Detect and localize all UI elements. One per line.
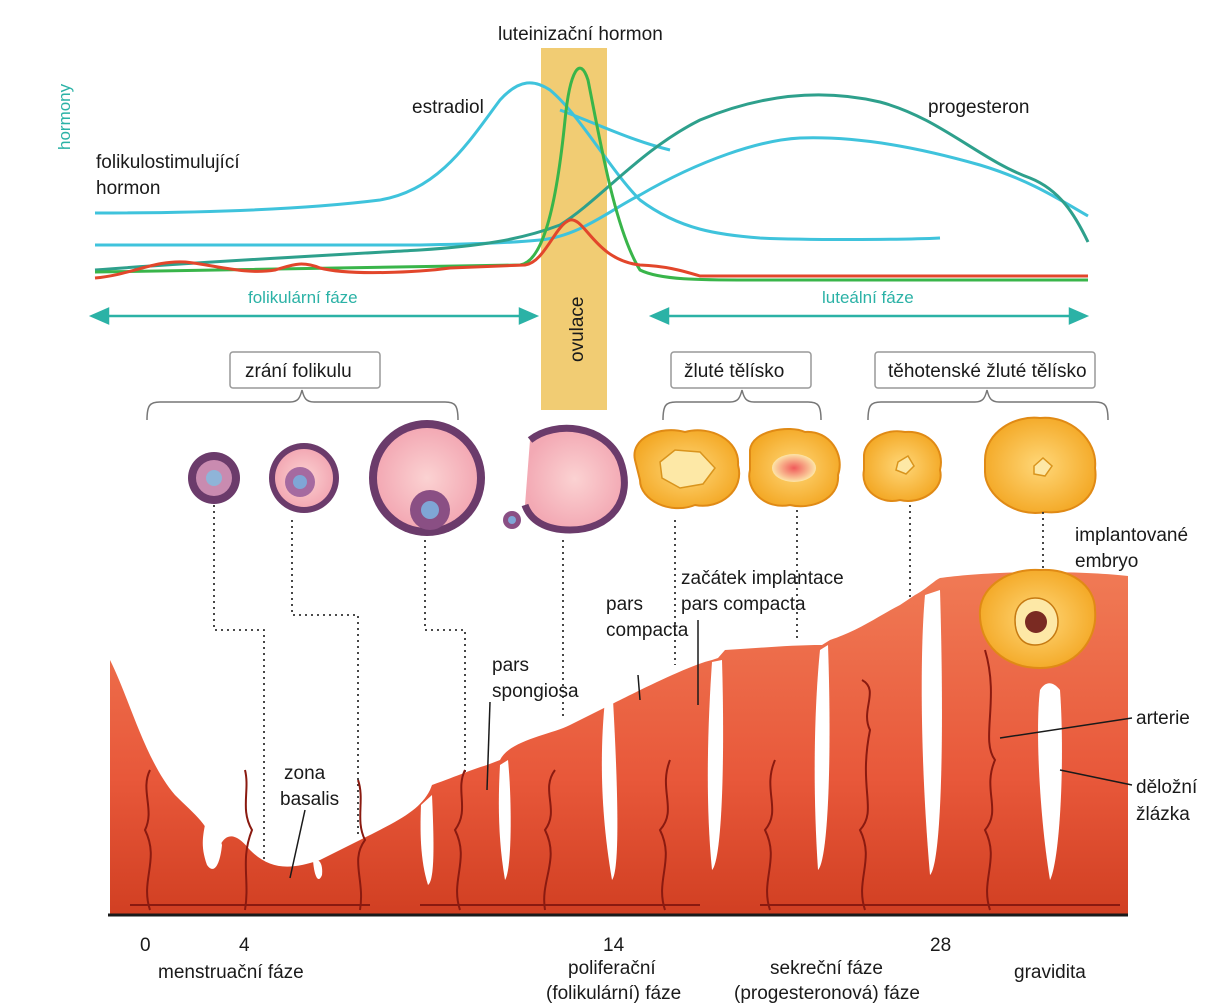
follicular-arrow bbox=[92, 309, 536, 323]
secretory-phase-label-line1: sekreční fáze bbox=[770, 958, 883, 979]
luteal-phase-label: luteální fáze bbox=[822, 288, 914, 307]
maturation-bracket bbox=[147, 390, 458, 420]
lh-label: luteinizační hormon bbox=[498, 24, 663, 45]
implanted-embryo-label-line2: embryo bbox=[1075, 551, 1138, 572]
pregnancy-corpus-luteum-label: těhotenské žluté tělísko bbox=[888, 361, 1087, 382]
corpus-luteum-1 bbox=[634, 430, 739, 508]
day-28-label: 28 bbox=[930, 935, 951, 956]
implantation-start-label-line1: začátek implantace bbox=[681, 568, 844, 589]
zona-basalis-label-line2: basalis bbox=[280, 789, 339, 810]
corpus-luteum-bracket bbox=[663, 390, 821, 420]
fsh-label-line1: folikulostimulující bbox=[96, 152, 240, 173]
ruptured-follicle bbox=[503, 428, 624, 530]
pars-spongiosa-label-line2: spongiosa bbox=[492, 681, 579, 702]
follicle-stage-1 bbox=[188, 452, 240, 504]
pregnancy-label: gravidita bbox=[1014, 962, 1086, 983]
implanted-embryo-label-line1: implantované bbox=[1075, 525, 1188, 546]
gland-label-line1: děložní bbox=[1136, 777, 1198, 798]
pregnancy-bracket bbox=[868, 390, 1108, 420]
gland-label-line2: žlázka bbox=[1136, 804, 1190, 825]
implantation-start-label-line2: pars compacta bbox=[681, 594, 806, 615]
corpus-luteum-3 bbox=[863, 431, 940, 501]
progesteron-label: progesteron bbox=[928, 97, 1029, 118]
corpus-luteum-label: žluté tělísko bbox=[684, 361, 784, 382]
follicular-phase-label: folikulární fáze bbox=[248, 288, 358, 307]
hormones-axis-label: hormony bbox=[55, 83, 74, 150]
follicle-stage-2 bbox=[269, 443, 339, 513]
day-0-label: 0 bbox=[140, 935, 151, 956]
menstrual-phase-label: menstruační fáze bbox=[158, 962, 304, 983]
corpus-luteum-pregnancy bbox=[985, 418, 1096, 513]
zona-basalis-label-line1: zona bbox=[284, 763, 326, 784]
artery-label: arterie bbox=[1136, 708, 1190, 729]
pars-compacta-label-line2: compacta bbox=[606, 620, 689, 641]
day-14-label: 14 bbox=[603, 935, 625, 956]
proliferative-phase-label-line1: poliferační bbox=[568, 958, 656, 979]
day-4-label: 4 bbox=[239, 935, 250, 956]
proliferative-phase-label-line2: (folikulární) fáze bbox=[546, 983, 681, 1003]
pars-compacta-label-line1: pars bbox=[606, 594, 643, 615]
corpus-luteum-2 bbox=[749, 429, 839, 506]
estradiol-label: estradiol bbox=[412, 97, 484, 118]
secretory-phase-label-line2: (progesteronová) fáze bbox=[734, 983, 920, 1003]
luteal-arrow bbox=[652, 309, 1086, 323]
maturation-label: zrání folikulu bbox=[245, 361, 352, 382]
fsh-label-line2: hormon bbox=[96, 178, 160, 199]
implanted-embryo bbox=[980, 570, 1095, 668]
ovulation-label: ovulace bbox=[567, 297, 588, 363]
pars-spongiosa-label-line1: pars bbox=[492, 655, 529, 676]
follicle-stage-3 bbox=[369, 420, 485, 536]
